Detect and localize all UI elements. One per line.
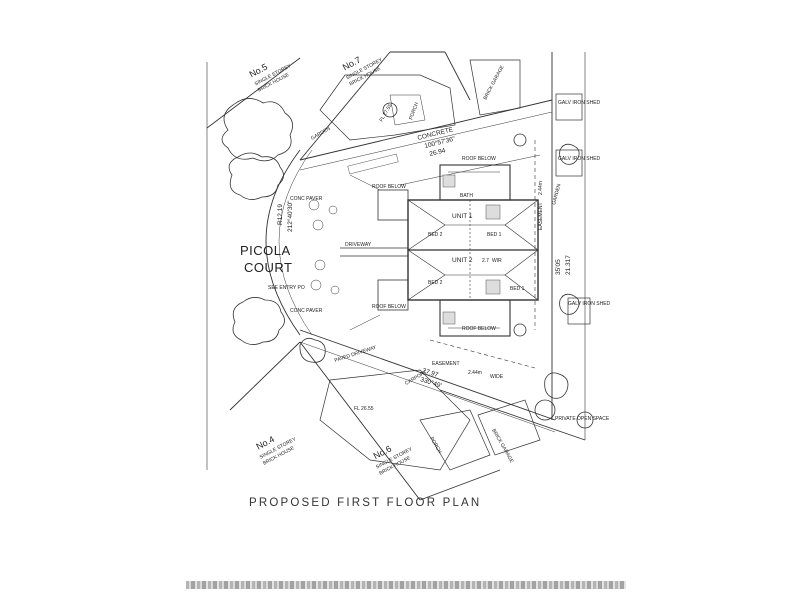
rear-length: 21.317: [565, 255, 572, 275]
conc-paver-bottom: CONC PAVER: [290, 308, 323, 314]
scan-edge-strip: [186, 581, 626, 589]
easement-width-right: 2.44m: [538, 181, 544, 195]
floor-level-no7: FL 27.55: [379, 103, 394, 123]
roof-below-left-top: ROOF BELOW: [372, 184, 406, 190]
galv-shed-3: GALV IRON SHED: [568, 301, 611, 307]
galv-shed-2: GALV IRON SHED: [558, 156, 601, 162]
bath-label: BATH: [460, 193, 473, 199]
easement-label-bottom: EASEMENT: [432, 361, 460, 367]
unit2-wir: WIR: [492, 258, 502, 264]
garden-label-right: GARDEN: [551, 183, 562, 206]
unit1-label: UNIT 1: [452, 213, 473, 220]
roof-below-top: ROOF BELOW: [462, 156, 496, 162]
brick-garage-bottom: BRICK GARAGE: [490, 428, 515, 465]
rear-bearing: 35'05: [555, 259, 562, 275]
brick-garage-top: BRICK GARAGE: [482, 64, 505, 101]
easement-wide-bottom: WIDE: [490, 374, 504, 380]
unit2-bed2: BED 2: [428, 280, 443, 286]
court-boundary-curve: [265, 149, 301, 336]
floor-level-no6: FL 26.55: [354, 406, 374, 412]
arc-length: 212°40'30": [286, 200, 294, 232]
porch-label-no7: PORCH: [408, 101, 420, 120]
street-name-line2: COURT: [244, 260, 292, 275]
front-bottom-length: 27.97: [421, 367, 439, 379]
tree-cluster: [221, 98, 594, 429]
drawing-caption: PROPOSED FIRST FLOOR PLAN: [249, 497, 482, 509]
unit1-bed2: BED 2: [428, 232, 443, 238]
wir-size: 2.7: [482, 258, 489, 264]
south-boundary-line: [299, 329, 556, 421]
porch-label-no6: PORCH: [428, 436, 442, 455]
easement-label-right: EASEMENT: [538, 202, 544, 230]
paved-driveway-label: PAVED DRIVEWAY: [334, 344, 378, 363]
front-bottom-bearing: 330°49': [419, 375, 442, 389]
roof-below-left-bottom: ROOF BELOW: [372, 304, 406, 310]
arc-radius: R12.19: [277, 204, 284, 225]
driveway-label: DRIVEWAY: [345, 242, 372, 248]
garden-label-left: GARDEN: [310, 126, 332, 142]
roof-below-bottom: ROOF BELOW: [462, 326, 496, 332]
street-name-line1: PICOLA: [240, 243, 291, 258]
galv-shed-1: GALV IRON SHED: [558, 100, 601, 106]
unit1-bed1: BED 1: [487, 232, 502, 238]
front-top-length: 26.94: [429, 147, 447, 158]
conc-paver-top: CONC PAVER: [290, 196, 323, 202]
unit2-label: UNIT 2: [452, 257, 473, 264]
easement-width-bottom: 2.44m: [468, 370, 482, 376]
private-open-space-label: PRIVATE OPEN SPACE: [555, 416, 610, 422]
see-entry-label: SEE ENTRY PO: [268, 285, 305, 291]
unit2-bed1: BED 1: [510, 286, 525, 292]
